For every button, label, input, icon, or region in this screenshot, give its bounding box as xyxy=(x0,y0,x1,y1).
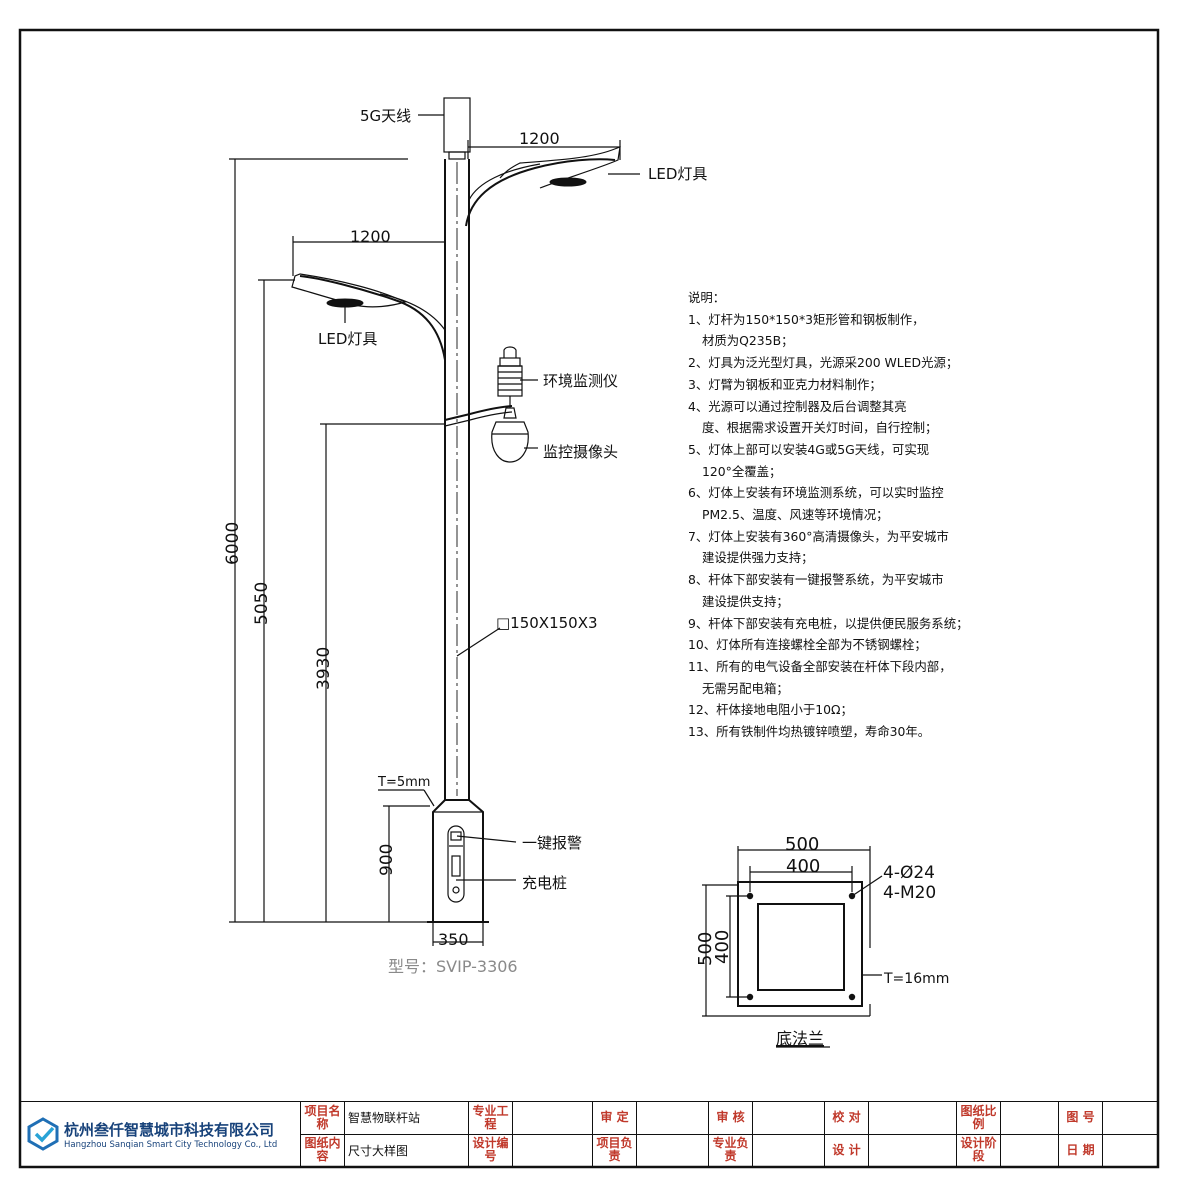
model-number: 型号：SVIP-3306 xyxy=(388,957,518,976)
tb-key-design: 设 计 xyxy=(824,1133,869,1167)
dim-900: 900 xyxy=(377,844,397,876)
dim-flange-500-left: 500 xyxy=(695,932,716,966)
label-5g-antenna: 5G天线 xyxy=(360,107,411,125)
flange-title: 底法兰 xyxy=(776,1029,824,1048)
tb-key-check: 审 核 xyxy=(708,1101,753,1135)
note-line: PM2.5、温度、风速等环境情况； xyxy=(702,507,889,523)
tb-empty xyxy=(636,1133,709,1167)
tb-empty xyxy=(1000,1101,1059,1135)
note-line: 无需另配电箱； xyxy=(702,680,789,696)
note-line: 11、所有的电气设备全部安装在杆体下段内部， xyxy=(688,658,952,674)
dim-flange-400-left: 400 xyxy=(712,930,733,964)
note-line: 9、杆体下部安装有充电桩，以提供便民服务系统； xyxy=(688,615,969,631)
label-flange-holes: 4-Ø24 xyxy=(883,863,935,883)
note-line: 建设提供强力支持； xyxy=(702,550,814,566)
note-line: 10、灯体所有连接螺栓全部为不锈钢螺栓； xyxy=(688,637,927,653)
arm-top xyxy=(465,158,616,227)
tb-key-date: 日 期 xyxy=(1058,1133,1103,1167)
tb-empty xyxy=(752,1101,825,1135)
label-flange-thickness: T=16mm xyxy=(883,971,949,987)
tb-key-project: 项目名称 xyxy=(300,1101,345,1135)
label-camera: 监控摄像头 xyxy=(543,443,618,461)
tb-key-project-lead: 项目负责 xyxy=(592,1133,637,1167)
company-name-cn: 杭州叁仟智慧城市科技有限公司 xyxy=(64,1120,275,1139)
tb-empty xyxy=(1000,1133,1059,1167)
tb-key-review: 审 定 xyxy=(592,1101,637,1135)
label-led-top: LED灯具 xyxy=(648,165,707,183)
tb-key-discipline: 专业工程 xyxy=(468,1101,513,1135)
note-line: 3、灯臂为钢板和亚克力材料制作； xyxy=(688,376,882,392)
label-led-left: LED灯具 xyxy=(318,330,377,348)
arm-left xyxy=(299,275,446,361)
dim-5050: 5050 xyxy=(252,582,272,625)
flange-inner-square xyxy=(757,903,845,991)
label-flange-bolts: 4-M20 xyxy=(883,883,936,903)
tb-key-proof: 校 对 xyxy=(824,1101,869,1135)
note-line: 8、杆体下部安装有一键报警系统，为平安城市 xyxy=(688,572,944,588)
pole-drawing: 5G天线 1200 LED灯具 1200 LED灯具 环境监测仪 监控摄像头 □… xyxy=(223,97,707,976)
dim-3930: 3930 xyxy=(314,647,334,690)
note-line: 4、光源可以通过控制器及后台调整其亮 xyxy=(688,398,907,414)
dim-flange-500-top: 500 xyxy=(785,834,819,855)
tb-key-design-no: 设计编号 xyxy=(468,1133,513,1167)
label-env-monitor: 环境监测仪 xyxy=(543,372,618,390)
flange-plate xyxy=(737,881,863,1007)
tb-empty xyxy=(512,1133,593,1167)
base-door xyxy=(447,825,465,903)
label-thickness-base: T=5mm xyxy=(377,775,430,790)
note-line: 度、根据需求设置开关灯时间，自行控制； xyxy=(702,420,938,436)
note-line: 5、灯体上部可以安装4G或5G天线，可实现 xyxy=(688,441,930,457)
tb-key-discipline-lead: 专业负责 xyxy=(708,1133,753,1167)
company-logo-icon xyxy=(27,1117,59,1151)
company-name-en: Hangzhou Sanqian Smart City Technology C… xyxy=(64,1139,278,1150)
dim-base-width: 350 xyxy=(438,930,469,949)
antenna-5g xyxy=(443,97,471,153)
tb-key-stage: 设计阶段 xyxy=(956,1133,1001,1167)
flange-hole xyxy=(848,993,856,1001)
tb-empty xyxy=(1102,1101,1159,1135)
label-alarm: 一键报警 xyxy=(522,834,582,852)
dim-6000: 6000 xyxy=(223,522,243,565)
tb-empty xyxy=(868,1133,957,1167)
tb-empty xyxy=(752,1133,825,1167)
drawing-frame xyxy=(18,28,1160,1169)
env-monitor xyxy=(499,357,521,367)
note-line: 1、灯杆为150*150*3矩形管和钢板制作， xyxy=(688,311,925,327)
tb-empty xyxy=(868,1101,957,1135)
tb-project-name: 智慧物联杆站 xyxy=(344,1101,469,1135)
dim-arm-left: 1200 xyxy=(350,227,391,246)
tb-drawing-content: 尺寸大样图 xyxy=(344,1133,469,1167)
note-line: 12、杆体接地电阻小于10Ω； xyxy=(688,702,853,718)
note-line: 7、灯体上安装有360°高清摄像头，为平安城市 xyxy=(688,528,949,544)
note-line: 6、灯体上安装有环境监测系统，可以实时监控 xyxy=(688,485,944,501)
company-logo-cell: 杭州叁仟智慧城市科技有限公司 Hangzhou Sanqian Smart Ci… xyxy=(20,1101,301,1167)
tb-key-content: 图纸内容 xyxy=(300,1133,345,1167)
tb-empty xyxy=(636,1101,709,1135)
note-line: 13、所有铁制件均热镀锌喷塑，寿命30年。 xyxy=(688,724,931,740)
notes-title: 说明： xyxy=(688,290,726,305)
title-block: 杭州叁仟智慧城市科技有限公司 Hangzhou Sanqian Smart Ci… xyxy=(20,1101,1159,1167)
note-line: 2、灯具为泛光型灯具，光源采200 WLED光源； xyxy=(688,355,959,371)
pole-base xyxy=(432,799,484,923)
tb-key-drawing-no: 图 号 xyxy=(1058,1101,1103,1135)
camera-bracket xyxy=(444,405,513,421)
dim-arm-top: 1200 xyxy=(519,129,560,148)
tb-empty xyxy=(512,1101,593,1135)
led-lamp-left xyxy=(291,273,407,308)
camera xyxy=(503,407,517,419)
charger-socket xyxy=(451,855,461,877)
tb-empty xyxy=(1102,1133,1159,1167)
note-line: 建设提供支持； xyxy=(702,593,789,609)
note-line: 120°全覆盖； xyxy=(702,463,782,479)
led-lamp-top xyxy=(499,146,621,189)
notes-panel: 说明： 1、灯杆为150*150*3矩形管和钢板制作， 材质为Q235B； 2、… xyxy=(688,287,1028,743)
tb-key-scale: 图纸比例 xyxy=(956,1101,1001,1135)
label-section: □150X150X3 xyxy=(496,614,598,632)
note-line: 材质为Q235B； xyxy=(702,333,794,349)
label-charger: 充电桩 xyxy=(522,874,567,892)
flange-drawing: 500 400 500 400 4-Ø24 4-M20 T=16mm 底法兰 xyxy=(695,834,949,1048)
dim-flange-400-top: 400 xyxy=(786,856,820,877)
